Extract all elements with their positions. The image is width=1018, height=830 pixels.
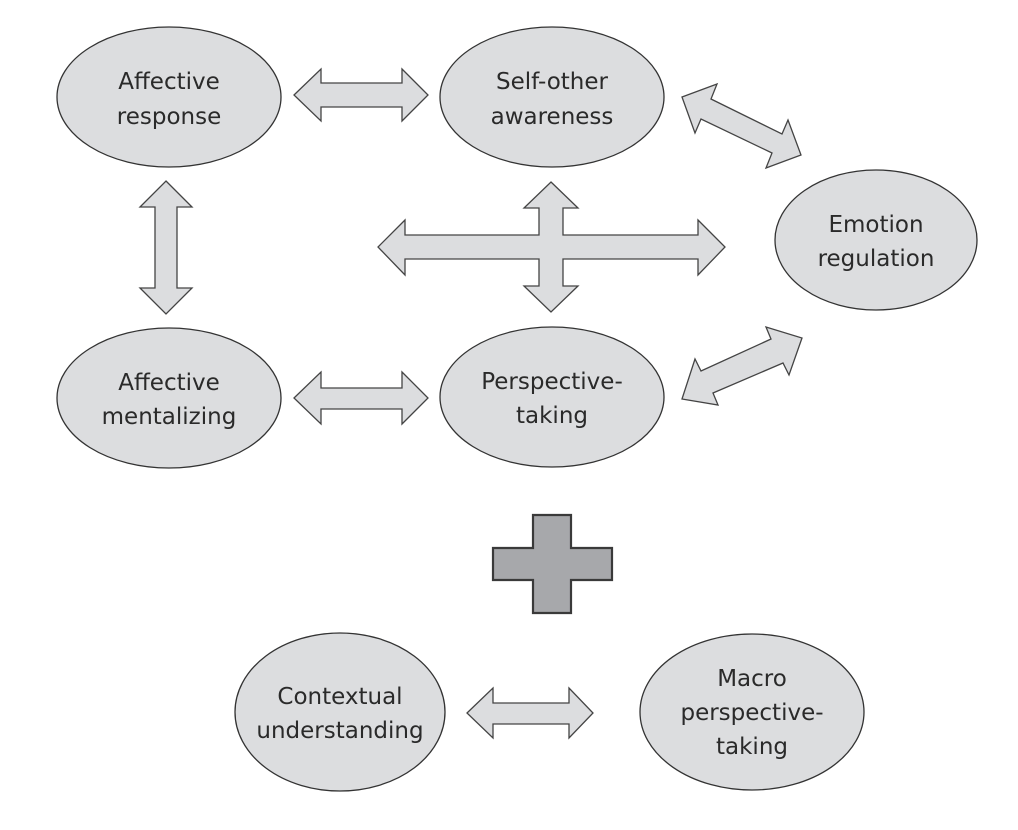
label-line: taking <box>516 403 588 429</box>
node-perspective-taking: Perspective- taking <box>439 326 665 468</box>
node-emotion-regulation: Emotion regulation <box>774 169 978 311</box>
node-contextual-understanding: Contextual understanding <box>234 632 446 792</box>
label-line: awareness <box>491 104 614 130</box>
label-line: Macro <box>717 666 787 692</box>
label-line: understanding <box>256 718 423 744</box>
node-affective-response: Affective response <box>56 26 282 168</box>
label-line: taking <box>716 734 788 760</box>
label-line: Affective <box>118 370 220 396</box>
label-line: perspective- <box>680 700 823 726</box>
double-arrow-icon <box>138 180 194 315</box>
plus-icon <box>491 513 614 615</box>
double-arrow-icon <box>293 67 429 123</box>
label-line: response <box>117 104 221 130</box>
ellipse-macro-perspective-taking <box>639 633 865 791</box>
node-macro-perspective-taking: Macro perspective- taking <box>639 633 865 791</box>
ellipse-emotion-regulation <box>774 169 978 311</box>
ellipse-self-other-awareness <box>439 26 665 168</box>
ellipse-contextual-understanding <box>234 632 446 792</box>
label-line: Contextual <box>277 684 402 710</box>
label-line: Perspective- <box>481 369 623 395</box>
label-line: Self-other <box>496 69 609 95</box>
ellipse-affective-mentalizing <box>56 327 282 469</box>
ellipse-affective-response <box>56 26 282 168</box>
label-line: Emotion <box>828 212 923 238</box>
diagonal-double-arrow-icon <box>681 325 803 406</box>
double-arrow-icon <box>466 686 594 740</box>
label-line: regulation <box>818 246 935 272</box>
double-arrow-icon <box>293 370 429 426</box>
node-self-other-awareness: Self-other awareness <box>439 26 665 168</box>
diagonal-double-arrow-icon <box>681 82 802 170</box>
node-affective-mentalizing: Affective mentalizing <box>56 327 282 469</box>
label-line: Affective <box>118 69 220 95</box>
four-way-arrow-icon <box>377 181 726 313</box>
ellipse-perspective-taking <box>439 326 665 468</box>
label-line: mentalizing <box>102 404 237 430</box>
